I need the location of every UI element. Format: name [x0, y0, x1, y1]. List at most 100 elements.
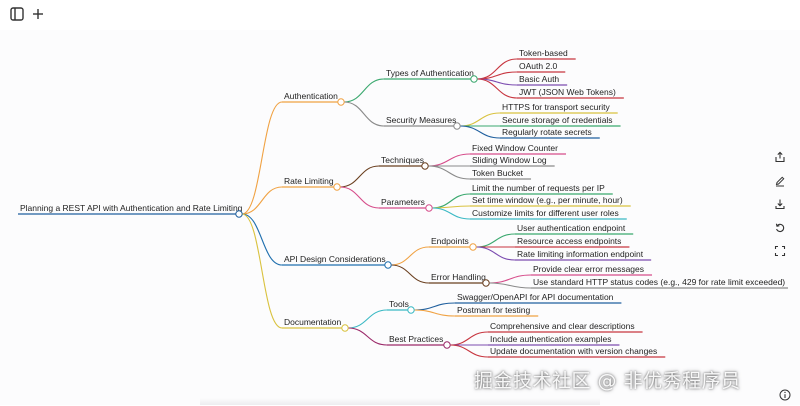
subtopic-label-security-measures: Security Measures: [386, 115, 456, 125]
leaf-label: Fixed Window Counter: [472, 143, 558, 153]
leaf-label: OAuth 2.0: [519, 61, 558, 71]
subtopic-label-best-practices: Best Practices: [389, 334, 443, 344]
mindmap-edges: [241, 58, 532, 358]
leaf-label: Update documentation with version change…: [490, 346, 657, 356]
leaf-label: Limit the number of requests per IP: [472, 183, 605, 193]
leaf-label: Resource access endpoints: [517, 236, 621, 246]
leaf-label: Secure storage of credentials: [502, 115, 613, 125]
share-button[interactable]: [770, 148, 790, 166]
edge-leaf-endpoints-0: [475, 233, 516, 248]
edit-button[interactable]: [770, 172, 790, 190]
leaf-label: HTTPS for transport security: [502, 102, 610, 112]
sidebar-icon: [10, 7, 24, 21]
branch-toggle-rate-limiting[interactable]: [333, 183, 341, 191]
leaf-label: Customize limits for different user role…: [472, 208, 619, 218]
edge-root-rate-limiting: [241, 186, 283, 215]
edge-authentication-security-measures: [343, 101, 385, 127]
edge-documentation-tools: [347, 309, 388, 329]
branch-label-rate-limiting: Rate Limiting: [284, 176, 334, 186]
branch-label-documentation: Documentation: [284, 317, 341, 327]
subtopic-label-tools: Tools: [389, 299, 409, 309]
edge-leaf-techniques-0: [427, 153, 471, 167]
edge-leaf-best-practices-2: [449, 344, 489, 358]
mindmap-knobs: [235, 75, 490, 349]
edit-icon: [775, 176, 785, 186]
edge-leaf-best-practices-0: [449, 331, 489, 346]
edge-rate-limiting-parameters: [339, 186, 380, 209]
edge-root-authentication: [241, 101, 283, 215]
mindmap: Planning a REST API with Authentication …: [18, 48, 788, 358]
branch-toggle-authentication[interactable]: [337, 98, 345, 106]
sidebar-toggle-button[interactable]: [6, 4, 28, 24]
edge-leaf-error-handling-0: [488, 274, 532, 284]
subtopic-toggle-security-measures[interactable]: [453, 122, 461, 130]
edge-leaf-tools-1: [413, 309, 456, 317]
leaf-label: Postman for testing: [457, 305, 531, 315]
refresh-button[interactable]: [770, 219, 790, 237]
leaf-label: Set time window (e.g., per minute, hour): [472, 195, 623, 205]
branch-label-api-design-considerations: API Design Considerations: [284, 254, 386, 264]
edge-leaf-types-of-authentication-3: [476, 78, 518, 99]
watermark: 掘金技术社区 @ 非优秀程序员: [474, 370, 741, 392]
info-icon: [779, 389, 791, 401]
subtopic-label-techniques: Techniques: [381, 155, 424, 165]
plus-icon: [33, 9, 43, 19]
edge-root-documentation: [241, 213, 283, 329]
subtopic-label-endpoints: Endpoints: [431, 236, 469, 246]
subtopic-label-parameters: Parameters: [381, 197, 425, 207]
subtopic-toggle-error-handling[interactable]: [482, 279, 490, 287]
subtopic-toggle-endpoints[interactable]: [469, 243, 477, 251]
info-button[interactable]: [779, 388, 791, 401]
edge-leaf-endpoints-2: [475, 246, 516, 261]
subtopic-toggle-best-practices[interactable]: [443, 341, 451, 349]
leaf-label: User authentication endpoint: [517, 223, 626, 233]
download-icon: [775, 199, 785, 210]
share-icon: [775, 151, 785, 163]
bottom-fade: [200, 398, 600, 405]
leaf-label: Token Bucket: [472, 168, 524, 178]
refresh-icon: [775, 223, 785, 232]
edge-leaf-security-measures-0: [459, 112, 501, 127]
leaf-label: Swagger/OpenAPI for API documentation: [457, 292, 614, 302]
side-toolbar: [766, 148, 794, 260]
leaf-label: Include authentication examples: [490, 334, 611, 344]
edge-leaf-techniques-2: [427, 165, 471, 180]
subtopic-toggle-tools[interactable]: [407, 306, 415, 314]
leaf-label: Rate limiting information endpoint: [517, 249, 644, 259]
mindmap-labels: Planning a REST API with Authentication …: [20, 48, 785, 356]
edge-api-design-considerations-error-handling: [390, 264, 430, 284]
edge-leaf-parameters-2: [431, 207, 471, 220]
edge-root-api-design-considerations: [241, 213, 283, 266]
edge-rate-limiting-techniques: [339, 165, 380, 188]
branch-toggle-documentation[interactable]: [341, 324, 349, 332]
add-button[interactable]: [27, 4, 49, 24]
subtopic-toggle-techniques[interactable]: [421, 162, 429, 170]
subtopic-toggle-parameters[interactable]: [425, 204, 433, 212]
root-node-label: Planning a REST API with Authentication …: [20, 203, 243, 213]
leaf-label: Sliding Window Log: [472, 155, 547, 165]
mindmap-underlines: [18, 58, 788, 358]
root-node-toggle[interactable]: [235, 210, 243, 218]
edge-leaf-security-measures-2: [459, 125, 501, 139]
branch-toggle-api-design-considerations[interactable]: [384, 261, 392, 269]
edge-leaf-error-handling-1: [488, 282, 532, 289]
leaf-label: Provide clear error messages: [533, 264, 644, 274]
mindmap-canvas[interactable]: Planning a REST API with Authentication …: [0, 30, 800, 405]
branch-label-authentication: Authentication: [284, 91, 338, 101]
leaf-label: Basic Auth: [519, 74, 559, 84]
edge-documentation-best-practices: [347, 327, 388, 346]
fit-screen-button[interactable]: [770, 242, 790, 260]
fit-screen-icon: [774, 245, 786, 257]
subtopic-label-error-handling: Error Handling: [431, 272, 486, 282]
leaf-label: Use standard HTTP status codes (e.g., 42…: [533, 277, 785, 287]
edge-authentication-types-of-authentication: [343, 78, 385, 103]
download-button[interactable]: [770, 195, 790, 213]
leaf-label: Token-based: [519, 48, 568, 58]
subtopic-label-types-of-authentication: Types of Authentication: [386, 68, 474, 78]
leaf-label: JWT (JSON Web Tokens): [519, 87, 616, 97]
top-toolbar: [0, 0, 800, 30]
edge-api-design-considerations-endpoints: [390, 246, 430, 266]
edge-leaf-tools-0: [413, 302, 456, 311]
subtopic-toggle-types-of-authentication[interactable]: [470, 75, 478, 83]
leaf-label: Comprehensive and clear descriptions: [490, 321, 635, 331]
